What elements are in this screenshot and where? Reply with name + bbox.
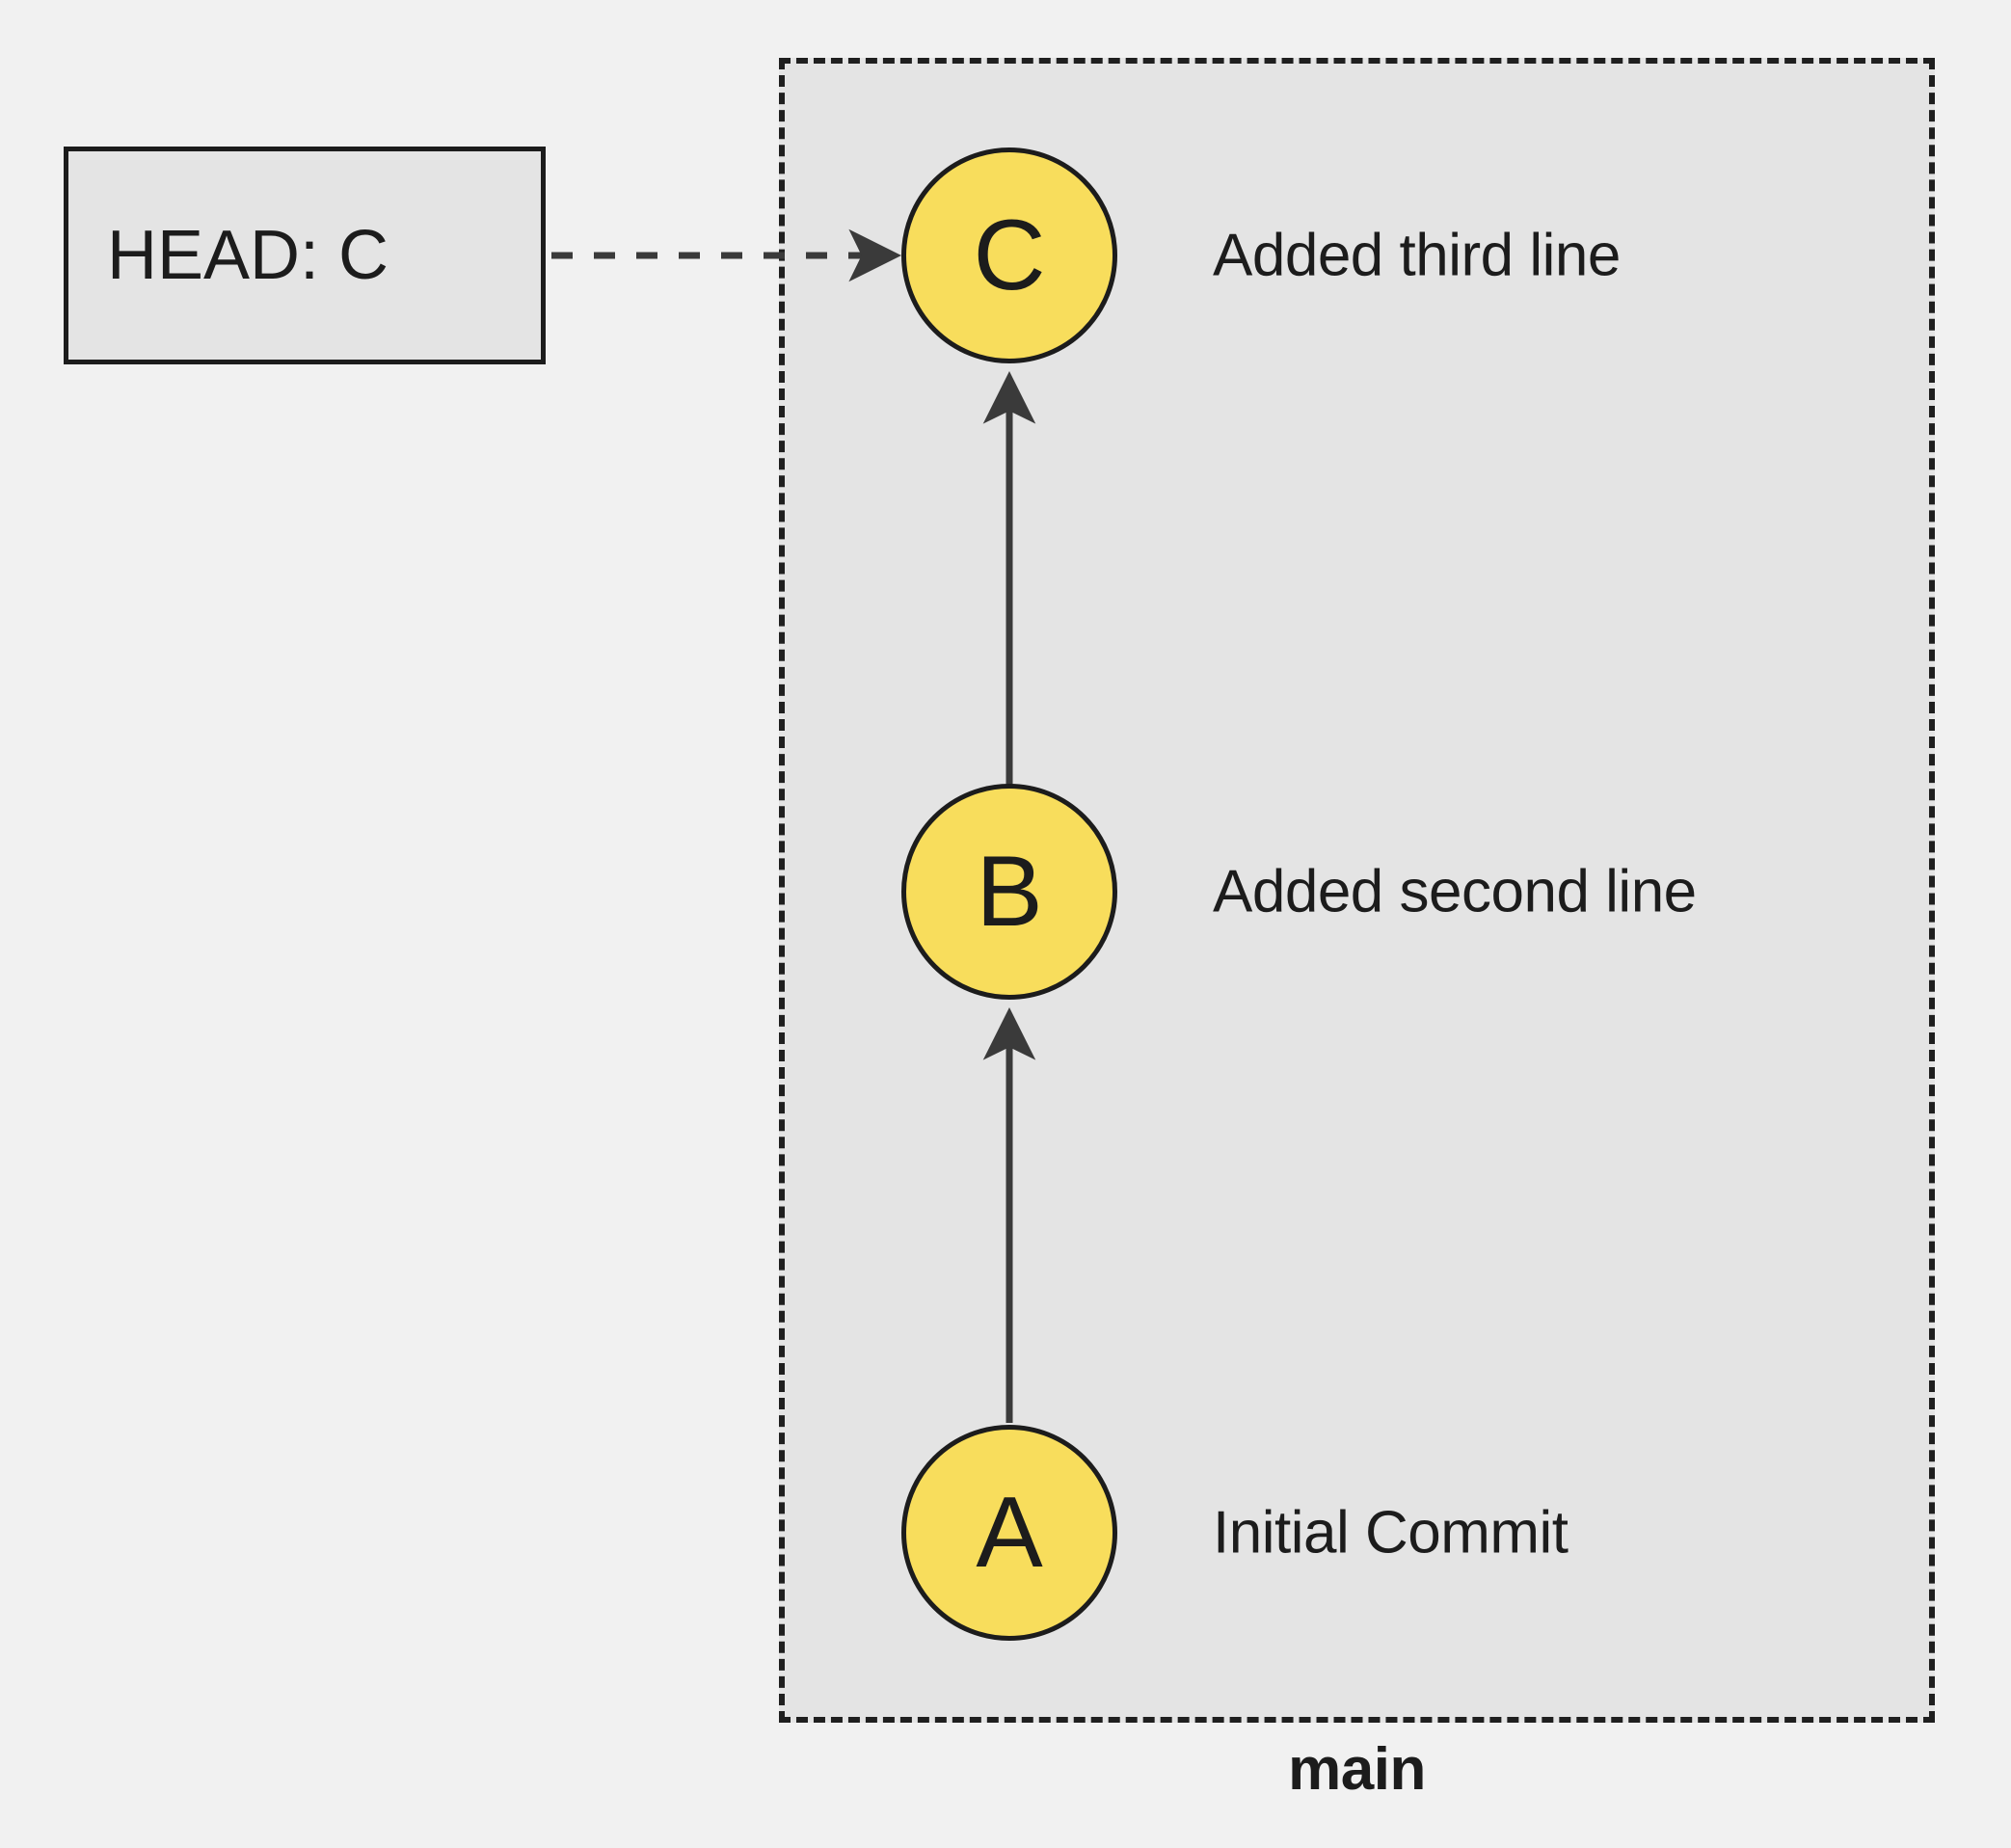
commit-node-c-letter: C [973, 200, 1046, 311]
commit-node-a-letter: A [976, 1477, 1043, 1589]
commit-node-b-letter: B [976, 836, 1043, 948]
commit-node-c[interactable]: C [901, 147, 1117, 363]
commit-message-b: Added second line [1213, 858, 1697, 925]
commit-node-b[interactable]: B [901, 784, 1117, 1000]
branch-name-label: main [1288, 1736, 1426, 1803]
head-pointer-box[interactable]: HEAD: C [64, 147, 546, 364]
commit-message-c: Added third line [1213, 222, 1621, 289]
head-pointer-label: HEAD: C [107, 217, 389, 294]
commit-message-a: Initial Commit [1213, 1499, 1569, 1567]
commit-node-a[interactable]: A [901, 1425, 1117, 1641]
